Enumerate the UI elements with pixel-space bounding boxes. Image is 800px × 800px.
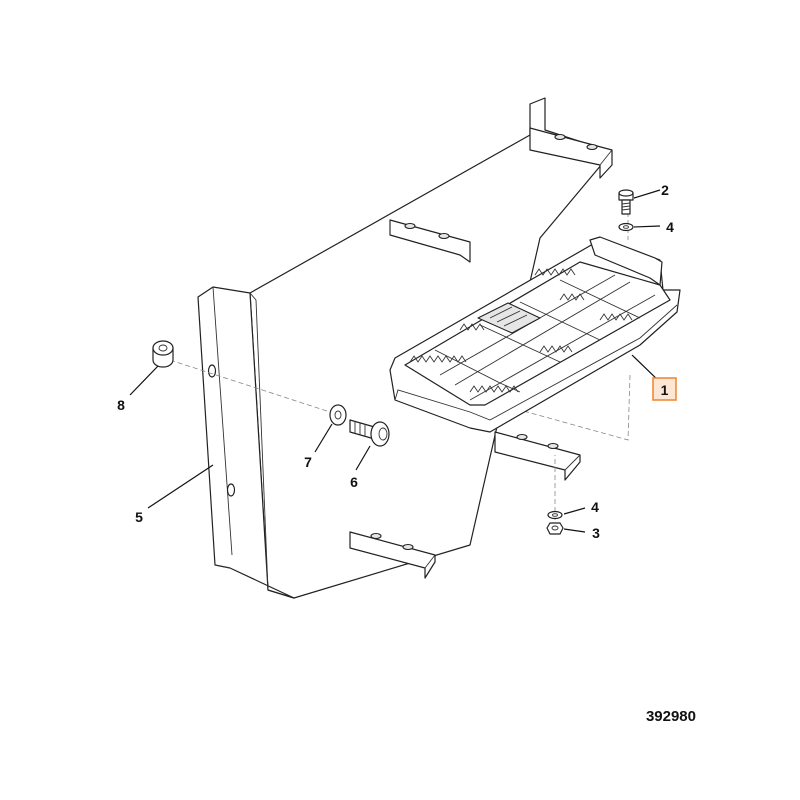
washer-4-top — [618, 222, 634, 232]
leader-2 — [633, 189, 661, 199]
figure-reference-number: 392980 — [645, 708, 696, 725]
bracket-top-right — [529, 127, 613, 179]
callout-2[interactable]: 2 — [661, 182, 669, 198]
callout-5[interactable]: 5 — [135, 509, 143, 525]
bracket-bottom — [349, 531, 436, 579]
leader-4-top — [633, 225, 661, 228]
step-tread — [389, 236, 681, 433]
flange-hole-upper — [207, 364, 217, 378]
leader-5 — [147, 464, 214, 509]
hidden-line-1 — [519, 374, 631, 441]
leader-8 — [129, 365, 159, 396]
flange-hole-lower — [226, 483, 236, 497]
callout-6[interactable]: 6 — [350, 474, 358, 490]
tread-plate — [477, 302, 541, 334]
leader-6 — [355, 445, 371, 471]
leader-4-bottom — [563, 507, 586, 515]
nut-3 — [546, 522, 564, 535]
callout-8[interactable]: 8 — [117, 397, 125, 413]
bracket-right-lower — [494, 431, 581, 481]
callout-4-top[interactable]: 4 — [666, 219, 674, 235]
bracket-top-middle — [389, 219, 471, 263]
hidden-line-8 — [169, 359, 331, 413]
callout-4-bottom[interactable]: 4 — [591, 499, 599, 515]
leader-3 — [563, 528, 586, 533]
washer-4-bottom — [547, 510, 563, 520]
callout-1[interactable]: 1 — [661, 382, 669, 398]
spacer-8 — [152, 340, 174, 368]
callout-3[interactable]: 3 — [592, 525, 600, 541]
bolt-6 — [349, 419, 390, 447]
washer-7 — [329, 404, 347, 426]
leader-7 — [314, 423, 333, 453]
callout-7[interactable]: 7 — [304, 454, 312, 470]
callout-1-highlight — [652, 377, 677, 401]
bolt-2 — [618, 189, 634, 215]
